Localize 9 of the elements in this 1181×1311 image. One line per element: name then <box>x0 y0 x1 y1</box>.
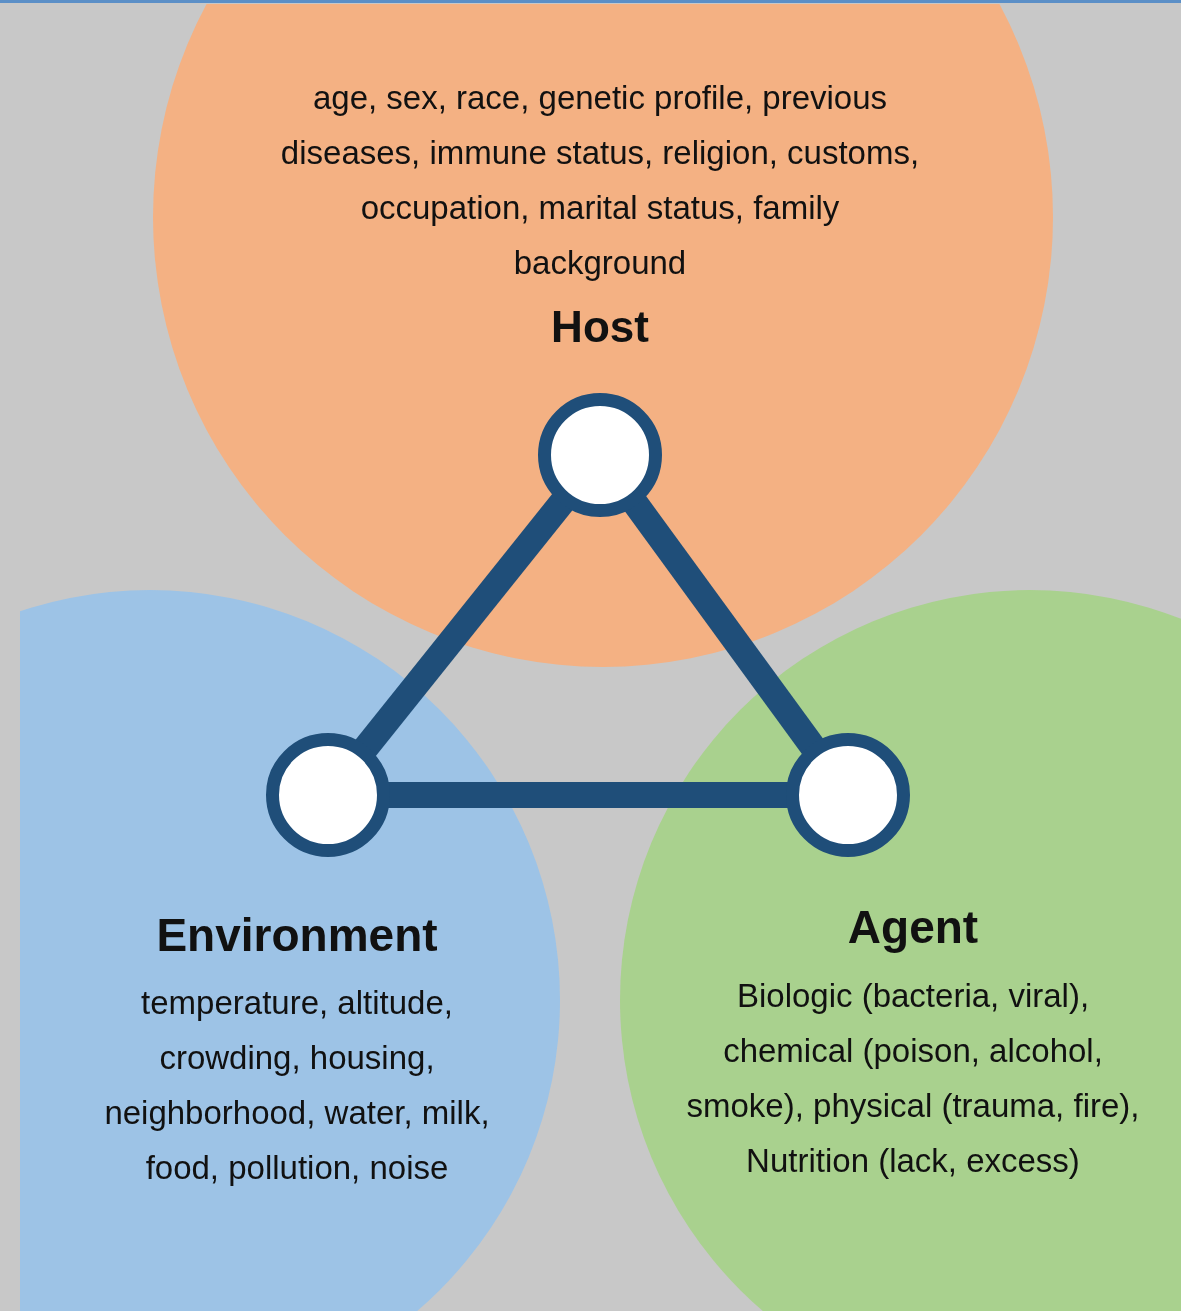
description: age, sex, race, genetic profile, previous diseases, immune status, religion, customs, occupation, marital status, family background <box>279 78 921 283</box>
connector-line <box>388 782 788 808</box>
heading: Environment <box>155 908 439 962</box>
heading: Agent <box>846 900 980 954</box>
connector-line <box>355 493 573 757</box>
connector-line <box>624 495 824 755</box>
heading: Host <box>550 302 650 352</box>
description: Biologic (bacteria, viral), chemical (poison, alcohol, smoke), physical (trauma, fire), Nutrition (lack, excess) <box>685 976 1141 1181</box>
description: temperature, altitude, crowding, housing, neighborhood, water, milk, food, pollution, noise <box>103 983 491 1188</box>
